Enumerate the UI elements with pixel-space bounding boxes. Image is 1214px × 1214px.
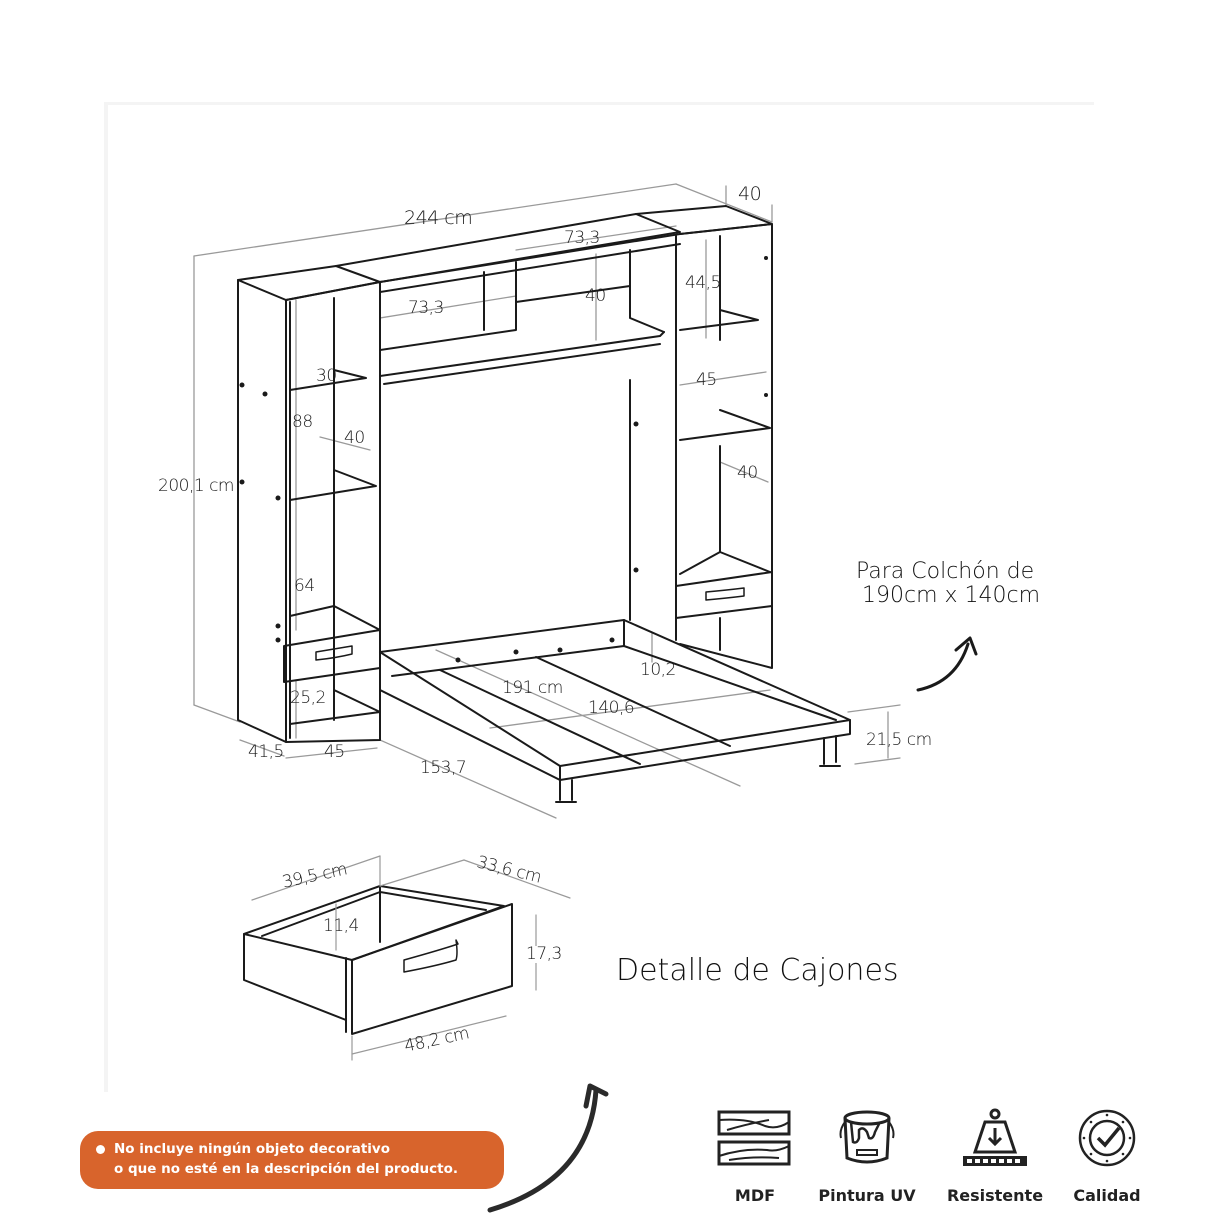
- bullet-icon: [96, 1145, 105, 1154]
- mattress-note-line1: Para Colchón de: [856, 559, 1035, 584]
- dim-left-mid-height: 88: [292, 412, 313, 432]
- dim-bed-outer-length: 153,7: [420, 758, 467, 778]
- wood-planks-icon: [717, 1110, 791, 1166]
- feature-pintura-uv: Pintura UV: [812, 1108, 922, 1205]
- dim-left-width: 45: [324, 742, 345, 762]
- dim-overall-width: 244 cm: [404, 207, 473, 229]
- quality-check-icon: [1078, 1109, 1136, 1167]
- feature-label-resistente: Resistente: [946, 1186, 1044, 1205]
- feature-mdf: MDF: [700, 1108, 810, 1205]
- notice-banner: No incluye ningún objeto decorativo o qu…: [80, 1131, 504, 1189]
- weight-icon: [963, 1108, 1027, 1166]
- dim-overall-height: 200,1 cm: [158, 476, 234, 496]
- dim-left-inner-depth: 40: [344, 428, 365, 448]
- dim-left-side-depth: 41,5: [248, 742, 284, 762]
- feature-label-mdf: MDF: [734, 1186, 776, 1205]
- dim-left-upper-shelf: 30: [316, 366, 337, 386]
- dim-drawer-front-height: 17,3: [526, 944, 562, 964]
- dim-depth-top: 40: [738, 183, 762, 205]
- mattress-note: Para Colchón de 190cm x 140cm: [856, 559, 1041, 609]
- feature-label-calidad: Calidad: [1073, 1186, 1141, 1205]
- feature-calidad: Calidad: [1052, 1108, 1162, 1205]
- mattress-note-line2: 190cm x 140cm: [862, 583, 1041, 609]
- frame-left-line: [104, 102, 108, 1092]
- dim-drawer-inner-height: 11,4: [323, 916, 359, 936]
- frame-top-line: [104, 102, 1094, 105]
- dim-top-height: 40: [585, 286, 606, 306]
- feature-label-pintura-uv: Pintura UV: [818, 1186, 916, 1205]
- dim-bed-frame-height: 10,2: [640, 660, 676, 680]
- dim-left-bottom-height: 25,2: [290, 688, 326, 708]
- dim-top-right-width: 73,3: [564, 228, 600, 248]
- dim-right-upper-height: 44,5: [685, 273, 721, 293]
- dim-bed-total-height: 21,5 cm: [866, 730, 932, 750]
- dim-left-lower-height: 64: [294, 576, 315, 596]
- dim-right-width: 45: [696, 370, 717, 390]
- dim-bed-length: 191 cm: [502, 678, 563, 698]
- notice-line2: o que no esté en la descripción del prod…: [114, 1161, 458, 1177]
- paint-bucket-icon: [839, 1110, 895, 1164]
- dim-bed-width: 140,6: [588, 698, 635, 718]
- feature-resistente: Resistente: [940, 1108, 1050, 1205]
- dim-right-inner-depth: 40: [737, 463, 758, 483]
- dim-top-left-width: 73,3: [408, 298, 444, 318]
- notice-line1: No incluye ningún objeto decorativo: [114, 1141, 391, 1157]
- drawer-detail-title: Detalle de Cajones: [616, 953, 899, 988]
